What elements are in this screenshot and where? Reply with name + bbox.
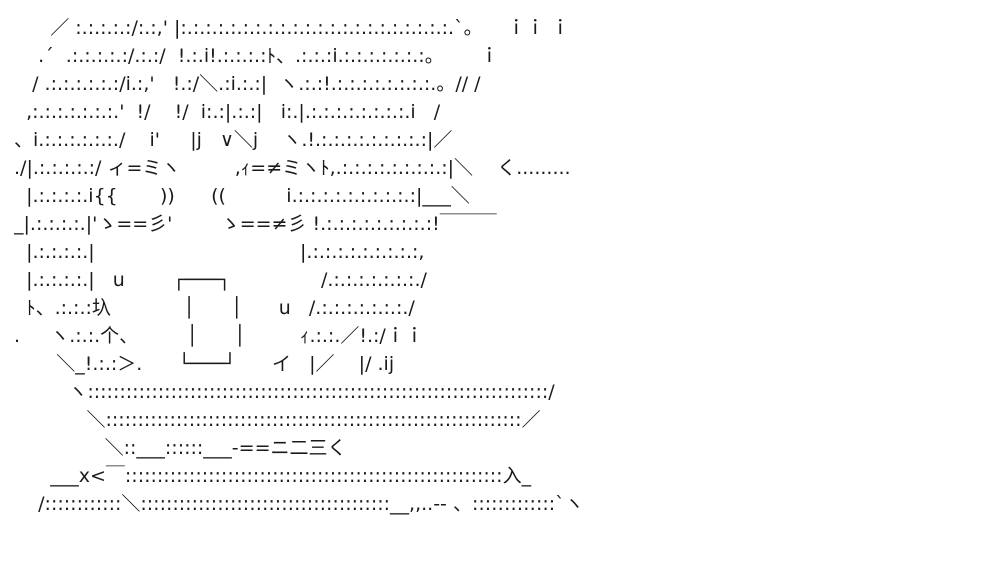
- ascii-art-face: ／ :.:.:.:.:/:.:,' |:.:.:.:.:.:.:.:.:.:.:…: [14, 14, 734, 574]
- art-line: . ヽ.:.:.个、 │ │ ｨ.:.:.／!.:/ｉｉ: [14, 325, 424, 347]
- art-line: 、i.:.:.:.:.:.:./ i' |j ∨＼j ヽ.!.:.:.:.:.:…: [14, 129, 453, 151]
- art-line: ﾄ、.:.:.:圦 │ │ u /.:.:.:.:.:.:.:./: [14, 297, 415, 319]
- art-line: |.:.:.:.:.| |.:.:.:.:.:.:.:.:.:,: [14, 241, 425, 263]
- art-line: ＼_!.:.:＞. └───┘ イ |／ |/ .ij: [14, 353, 395, 375]
- art-line: ＼::___::::::___-==ニ二三く: [14, 437, 347, 459]
- art-line: _|.:.:.:.:.|'ゝ==彡' ゝ==≠彡 !.:.:.:.:.:.:.:…: [14, 213, 497, 235]
- art-line: |.:.:.:.:.i{{ )) (( i.:.:.:.:.:.:.:.:.:.…: [14, 185, 470, 207]
- art-line: |.:.:.:.:.| u ┌───┐ /.:.:.:.:.:.:.:./: [14, 269, 427, 291]
- art-line: ./|.:.:.:.:.:/ ィ=ミヽ ,ｨ=≠ミヽﾄ,.:.:.:.:.:.:…: [14, 157, 571, 179]
- art-line: .´ .:.:.:.:.:/.:.:/ !.:.i!.:.:.:.:ﾄ、.:.:…: [14, 45, 499, 67]
- art-line: / .:.:.:.:.:.:/i.:,' !.:/＼.:i.:.:| ヽ.:.:…: [14, 73, 481, 95]
- art-line: /::::::::::::＼::::::::::::::::::::::::::…: [14, 493, 584, 515]
- art-line: ヽ:::::::::::::::::::::::::::::::::::::::…: [14, 381, 555, 403]
- art-line: ,:.:.:.:.:.:.:.' !/ !/ i:.:|.:.:| i:.|.:…: [14, 101, 441, 123]
- art-line: ___x<￣::::::::::::::::::::::::::::::::::…: [14, 465, 532, 487]
- art-line: ／ :.:.:.:.:/:.:,' |:.:.:.:.:.:.:.:.:.:.:…: [14, 17, 570, 39]
- art-line: ＼:::::::::::::::::::::::::::::::::::::::…: [14, 409, 541, 431]
